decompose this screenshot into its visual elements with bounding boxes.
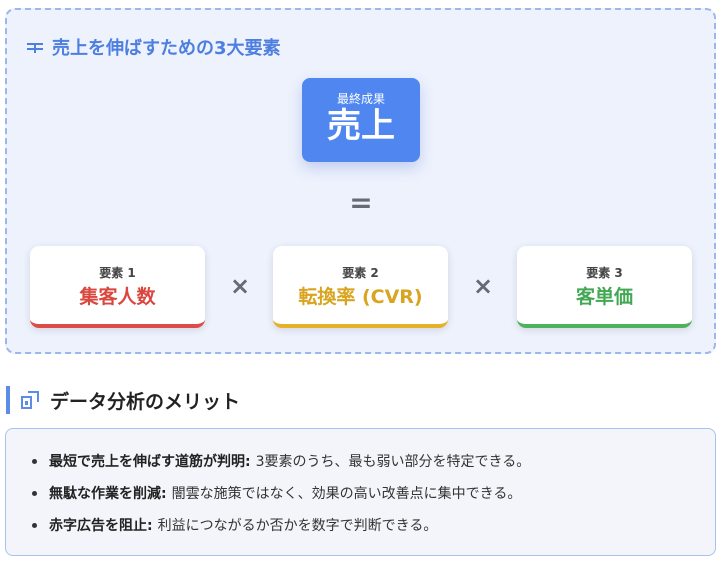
- bullet-dot-icon: [32, 458, 37, 464]
- final-result-box: 最終成果 売上: [302, 78, 420, 162]
- factor-name: 転換率 (CVR): [298, 286, 423, 308]
- factor-name: 客単価: [575, 286, 633, 308]
- merits-heading: データ分析のメリット: [6, 386, 240, 414]
- formula-title-text: 売上を伸ばすための3大要素: [52, 38, 281, 59]
- list-lines-icon: [27, 43, 43, 53]
- merit-desc: 闇雲な施策ではなく、効果の高い改善点に集中できる。: [171, 486, 522, 502]
- result-caption: 最終成果: [336, 92, 385, 106]
- merit-desc: 利益につながるか否かを数字で判断できる。: [157, 518, 438, 534]
- bullet-dot-icon: [32, 490, 37, 496]
- merit-item: 無駄な作業を削減: 闇雲な施策ではなく、効果の高い改善点に集中できる。: [32, 483, 521, 503]
- merit-item: 最短で売上を伸ばす道筋が判明: 3要素のうち、最も弱い部分を特定できる。: [32, 451, 530, 471]
- formula-title: 売上を伸ばすための3大要素: [26, 34, 281, 60]
- factor-card-3: 要素 3 客単価: [517, 246, 692, 328]
- merit-item: 赤字広告を阻止: 利益につながるか否かを数字で判断できる。: [32, 515, 437, 535]
- merits-heading-text: データ分析のメリット: [50, 390, 241, 413]
- factor-index-label: 要素 3: [586, 266, 623, 280]
- equals-sign: =: [349, 186, 373, 219]
- multiply-sign: ×: [229, 272, 251, 300]
- chart-box-icon: [21, 391, 39, 409]
- factor-card-1: 要素 1 集客人数: [30, 246, 205, 328]
- merits-box: 最短で売上を伸ばす道筋が判明: 3要素のうち、最も弱い部分を特定できる。 無駄な…: [5, 428, 716, 556]
- bullet-dot-icon: [32, 522, 37, 528]
- factor-index-label: 要素 1: [99, 266, 136, 280]
- merit-strong: 無駄な作業を削減:: [49, 486, 167, 502]
- merit-desc: 3要素のうち、最も弱い部分を特定できる。: [255, 454, 531, 470]
- multiply-sign: ×: [472, 272, 494, 300]
- result-value: 売上: [327, 106, 395, 146]
- factor-card-2: 要素 2 転換率 (CVR): [273, 246, 448, 328]
- merit-strong: 最短で売上を伸ばす道筋が判明:: [49, 454, 251, 470]
- factor-name: 集客人数: [79, 286, 156, 308]
- factor-index-label: 要素 2: [342, 266, 379, 280]
- merit-strong: 赤字広告を阻止:: [49, 518, 153, 534]
